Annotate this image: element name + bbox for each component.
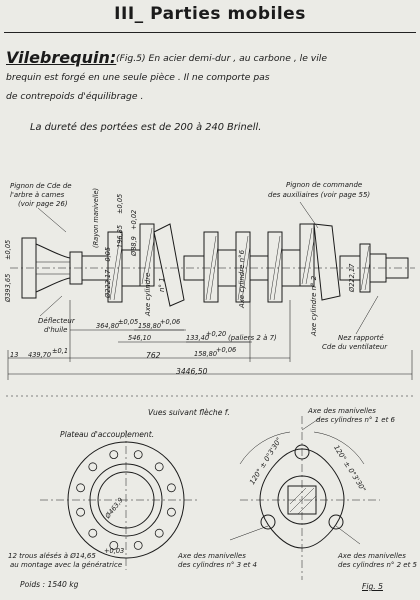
dim-crank-diameter: Ø222,17 [104, 269, 112, 298]
dim-439-tol: ±0,1 [52, 347, 69, 355]
label-axis-cyl-2-5: Axe des manivelles [338, 552, 406, 560]
bolt-hole [76, 483, 85, 493]
dim-158a-tol: +0,06 [160, 318, 181, 326]
dim-364: 364,80 [96, 322, 120, 330]
dim-total-length: 3446,50 [176, 367, 208, 376]
label-bolt-holes-tol: +0,03 [104, 547, 125, 555]
dim-crank-diameter-right: Ø222,17 [348, 263, 356, 292]
label-axis-cyl-1-6-b: des cylindres n° 1 et 6 [316, 416, 396, 424]
bolt-hole [133, 541, 143, 550]
view-leader-lines [229, 417, 361, 545]
bolt-hole [154, 528, 164, 538]
crank-end-view [239, 416, 380, 580]
bolt-hole [109, 541, 119, 550]
section-text-line-3: de contrepoids d'équilibrage . [6, 91, 144, 102]
dim-pin-diameter: Ø88,9 [130, 236, 138, 256]
bolt-hole [166, 483, 176, 493]
bolt-hole [88, 462, 98, 472]
dim-158a: 158,80 [138, 322, 162, 330]
bolt-hole [133, 450, 143, 460]
label-fan-drive: Cde du ventilateur [322, 343, 388, 351]
crank-view-hatching [289, 487, 317, 515]
coupling-bolt-holes [76, 450, 176, 550]
section-text-line-2: brequin est forgé en une seule pièce . I… [6, 72, 270, 83]
dim-158b: 158,80 [194, 350, 218, 358]
bolt-hole [166, 507, 176, 517]
dim-762: 762 [146, 351, 161, 360]
dim-546: 546,10 [128, 334, 152, 342]
label-axis-cyl-3-4: Axe des manivelles [178, 552, 246, 560]
label-deflector-2: d'huile [44, 326, 68, 334]
dim-crank-radius-tol: ±0,05 [116, 193, 124, 214]
label-deflector: Déflecteur [38, 317, 75, 325]
label-axis-cylinder-1: Axe cylindre [144, 272, 152, 316]
label-camshaft-gear: Pignon de Cde de [10, 182, 72, 190]
label-nose: Nez rapporté [338, 334, 384, 342]
views-caption: Vues suivant flèche f. [148, 408, 230, 417]
bolt-hole [154, 462, 164, 472]
figure-number: Fig. 5 [362, 582, 383, 591]
label-camshaft-gear-2: l'arbre à cames [10, 191, 65, 199]
weight-note: Poids : 1540 kg [20, 580, 79, 589]
crank-throws [107, 223, 361, 307]
dim-flange-tolerance: ±0,05 [4, 239, 12, 260]
dim-158b-tol: +0,06 [216, 346, 237, 354]
label-camshaft-ref: (voir page 26) [18, 200, 68, 208]
label-bearings: (paliers 2 à 7) [228, 334, 277, 342]
dim-133: 133,40 [186, 334, 210, 342]
label-bolt-holes-2: au montage avec la génératrice [10, 561, 123, 569]
label-axis-cyl-1-6: Axe des manivelles [308, 407, 376, 415]
bolt-hole [88, 528, 98, 538]
dim-pin-tolerance: +0,02 [130, 209, 138, 230]
dim-439: 439,70 [28, 351, 52, 359]
coupling-flange [21, 237, 37, 299]
label-coupling-plate: Plateau d'accouplement. [60, 430, 155, 439]
label-aux-gear-2: des auxiliaires (voir page 55) [268, 191, 371, 199]
dim-crank-radius: 196,85 [116, 224, 124, 248]
label-crank-radius: (Rayon manivelle) [92, 187, 100, 248]
dim-crank-tolerance: -0,05 [104, 246, 112, 264]
section-title: Vilebrequin: [6, 48, 117, 67]
dim-364-tol: ±0,05 [118, 318, 139, 326]
label-axis-cyl-2-5-b: des cylindres n° 2 et 5 [338, 561, 418, 569]
coupling-plate-view [40, 430, 200, 570]
label-axis-cylinder-6: Axe cylindre n°6 [238, 249, 246, 308]
nose-tip [385, 257, 409, 279]
dim-13: 13 [10, 351, 19, 359]
web-hatching [109, 227, 315, 301]
dim-133-tol: +0,20 [206, 330, 227, 338]
dim-flange-diameter: Ø393,65 [4, 273, 12, 302]
label-axis-cylinder-1-number: n° 1 [158, 277, 166, 292]
section-text-line-1: (Fig.5) En acier demi-dur , au carbone ,… [116, 53, 327, 64]
label-bolt-holes: 12 trous alésés à Ø14,65 [8, 552, 96, 560]
bolt-hole [109, 450, 119, 460]
label-aux-gear: Pignon de commande [286, 181, 363, 189]
hardness-note: La dureté des portées est de 200 à 240 B… [30, 122, 262, 133]
heading-rule [4, 32, 416, 33]
dimension-lines [7, 300, 413, 380]
bolt-hole [76, 507, 85, 517]
label-axis-cylinder-2: Axe cylindre n° 2 [310, 275, 318, 336]
leader-lines [37, 201, 379, 335]
page-heading: III_ Parties mobiles [114, 4, 306, 24]
label-axis-cyl-3-4-b: des cylindres n° 3 et 4 [178, 561, 258, 569]
